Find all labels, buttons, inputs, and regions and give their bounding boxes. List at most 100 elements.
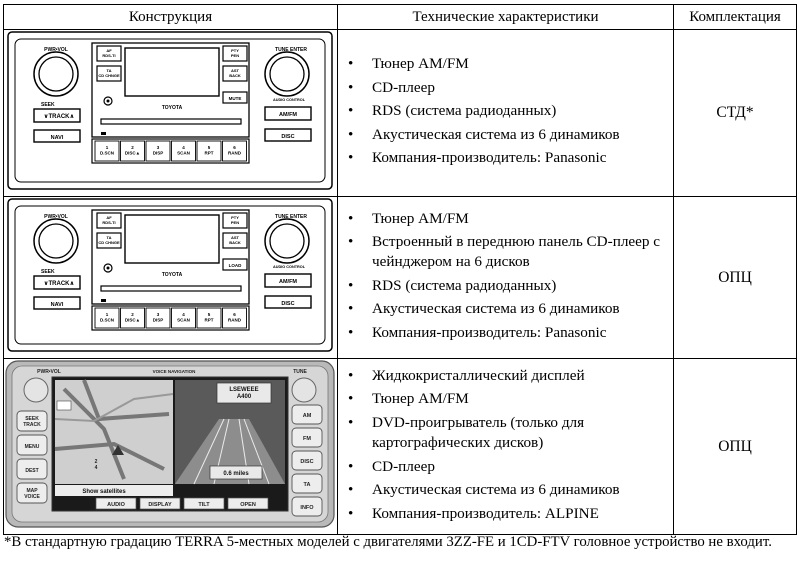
- preset-label: 6: [233, 145, 236, 150]
- feature-text: Акустическая система из 6 динамиков: [372, 125, 620, 143]
- header-specs: Технические характеристики: [337, 4, 674, 30]
- seek-track-button: [33, 108, 81, 123]
- disc-label: DISC: [281, 301, 294, 307]
- preset-label: 2: [131, 145, 134, 150]
- map-side-numbers: 4: [95, 465, 98, 471]
- bullet-icon: •: [348, 390, 354, 408]
- nav-left-button-label: MENU: [25, 444, 40, 450]
- audio-control-label: AUDIO CONTROL: [273, 98, 306, 102]
- nav-right-button-label: INFO: [300, 505, 314, 511]
- cd-slot: [100, 285, 242, 292]
- navi-label: NAVI: [51, 302, 64, 308]
- feature-item: •Компания-производитель: ALPINE: [346, 504, 667, 524]
- preset-label: RAND: [228, 318, 242, 323]
- preset-label: 6: [233, 312, 236, 317]
- pty-button: [222, 45, 248, 62]
- bullet-icon: •: [348, 300, 354, 318]
- feature-item: •Тюнер AM/FM: [346, 54, 667, 74]
- features-list: •Тюнер AM/FM•Встроенный в переднюю панел…: [346, 209, 667, 343]
- amfm-button: [264, 273, 312, 288]
- lcd-display: [124, 214, 220, 264]
- preset-label: 3: [157, 312, 160, 317]
- nav-left-button-label: TRACK: [23, 422, 41, 428]
- nav-bottom-button: [183, 497, 225, 510]
- track-label: ∨TRACK∧: [44, 281, 75, 287]
- nav-left-button: [16, 434, 48, 456]
- header-design: Конструкция: [3, 4, 338, 30]
- track-label: ∨TRACK∧: [44, 114, 75, 120]
- disc-button: [264, 128, 312, 142]
- pty-button-label: PTY: [231, 215, 239, 220]
- pty-button: [222, 212, 248, 229]
- bullet-icon: •: [348, 323, 354, 341]
- preset-button: [94, 140, 120, 162]
- mute-button: [222, 258, 248, 271]
- nav-bottom-button-label: DISPLAY: [148, 502, 172, 508]
- ast-button-label: BACK: [229, 73, 241, 78]
- preset-button: [120, 140, 145, 162]
- features-list: •Тюнер AM/FM•CD-плеер•RDS (система радио…: [346, 54, 667, 168]
- nav-right-button-label: TA: [304, 482, 311, 488]
- nav-bottom-button: [139, 497, 181, 510]
- disc-indicator: [101, 299, 106, 302]
- ta-button-label: TA: [106, 68, 111, 73]
- feature-text: CD-плеер: [372, 78, 435, 96]
- audio-control-label: AUDIO CONTROL: [273, 265, 306, 269]
- amfm-label: AM/FM: [279, 112, 297, 118]
- preset-label: 4: [182, 145, 185, 150]
- kit-cell: ОПЦ: [673, 358, 797, 535]
- bullet-icon: •: [348, 78, 354, 96]
- nav-top-left-label: PWR•VOL: [37, 369, 61, 375]
- feature-text: Встроенный в переднюю панель CD-плеер с …: [372, 233, 661, 271]
- nav-left-button-label: VOICE: [24, 494, 40, 500]
- feature-text: Компания-производитель: ALPINE: [372, 504, 599, 522]
- nav-bottom-button-label: TILT: [198, 502, 210, 508]
- feature-text: Тюнер AM/FM: [372, 390, 469, 408]
- nav-right-button: [291, 473, 323, 494]
- nav-right-button: [291, 404, 323, 425]
- footnote: *В стандартную градацию TERRA 5-местных …: [4, 534, 772, 550]
- bullet-icon: •: [348, 457, 354, 475]
- features-list: •Жидкокристаллический дисплей•Тюнер AM/F…: [346, 366, 667, 524]
- tune-knob-inner: [269, 56, 305, 92]
- preset-button: [222, 140, 247, 162]
- map-minor-roads: [54, 393, 174, 423]
- mute-label: LOAD: [229, 263, 242, 268]
- mute-label: MUTE: [229, 96, 242, 101]
- disc-indicator: [101, 132, 106, 135]
- feature-item: •Акустическая система из 6 динамиков: [346, 480, 667, 500]
- bullet-icon: •: [348, 55, 354, 73]
- cd-slot: [100, 118, 242, 125]
- af-button: [96, 212, 122, 229]
- feature-item: • RDS (система радиоданных): [346, 101, 667, 121]
- nav-bottom-button: [95, 497, 137, 510]
- bullet-icon: •: [348, 481, 354, 499]
- feature-text: RDS (система радиоданных): [372, 102, 557, 120]
- specs-table: Конструкция Технические характеристики К…: [3, 4, 797, 535]
- preset-label: 5: [208, 312, 211, 317]
- street-sign: [216, 382, 272, 404]
- preset-button: [120, 307, 145, 329]
- nav-right-button: [291, 496, 323, 517]
- preset-label: DISP: [153, 318, 164, 323]
- preset-label: D.SCN: [100, 318, 114, 323]
- feature-item: •Компания-производитель: Panasonic: [346, 148, 667, 168]
- nav-right-button: [291, 450, 323, 471]
- bullet-icon: •: [348, 102, 354, 120]
- tune-enter-label: TUNE ENTER: [275, 47, 307, 53]
- nav-left-button-label: SEEK: [25, 416, 39, 422]
- af-button-label: RDS-TI: [102, 220, 115, 225]
- feature-item: • CD-плеер: [346, 78, 667, 98]
- nav-right-knob: [291, 377, 317, 403]
- disc-button: [264, 295, 312, 309]
- preset-label: 5: [208, 145, 211, 150]
- preset-label: 1: [106, 312, 109, 317]
- header-kit: Комплектация: [673, 4, 797, 30]
- nav-right-button-label: AM: [303, 413, 312, 419]
- ast-button-label: AST: [231, 68, 240, 73]
